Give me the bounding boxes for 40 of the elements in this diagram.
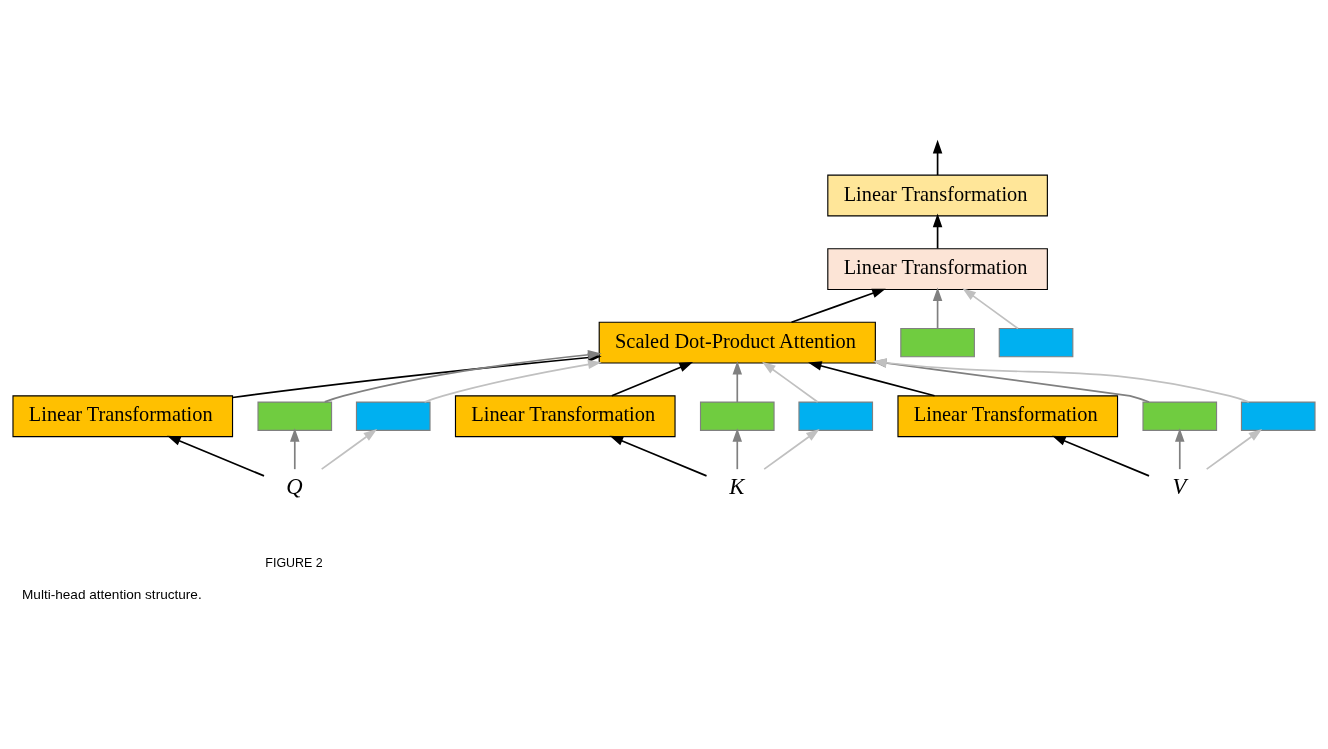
node-box: Linear Transformation (827, 174, 1048, 217)
arrow (872, 358, 1250, 403)
node-text: K (729, 474, 745, 500)
arrow (1052, 435, 1150, 477)
arrow (320, 429, 378, 470)
arrow (1205, 429, 1263, 470)
arrow (932, 139, 943, 176)
node-box (998, 327, 1074, 358)
node-box (257, 401, 333, 431)
arrow (732, 428, 743, 470)
node-box (355, 401, 431, 431)
node-box (798, 401, 874, 431)
arrow (732, 360, 743, 403)
arrow (808, 361, 936, 397)
node-box: Linear Transformation (897, 395, 1119, 438)
arrow (790, 288, 886, 324)
arrow (872, 358, 1150, 403)
node-box (900, 327, 975, 358)
arrow (1175, 428, 1185, 470)
arrow (610, 362, 694, 397)
arrow (423, 359, 602, 403)
node-box: Scaled Dot-Product Attention (598, 321, 876, 364)
arrow (167, 435, 265, 477)
arrow (763, 429, 820, 470)
node-box (699, 401, 775, 431)
arrow (609, 435, 708, 477)
arrow (962, 288, 1019, 330)
caption: Multi-head attention structure. (22, 587, 202, 603)
node-box: Linear Transformation (12, 395, 234, 438)
arrow (762, 361, 819, 403)
label: FIGURE 2 (265, 555, 323, 570)
arrow (932, 287, 943, 330)
node-box (1240, 401, 1316, 431)
node-text: V (1172, 474, 1187, 500)
node-text: Q (286, 474, 303, 500)
arrow (290, 428, 300, 470)
arrow (932, 213, 943, 250)
node-box: Linear Transformation (454, 395, 676, 438)
node-box: Linear Transformation (827, 248, 1048, 291)
node-box (1142, 401, 1218, 431)
